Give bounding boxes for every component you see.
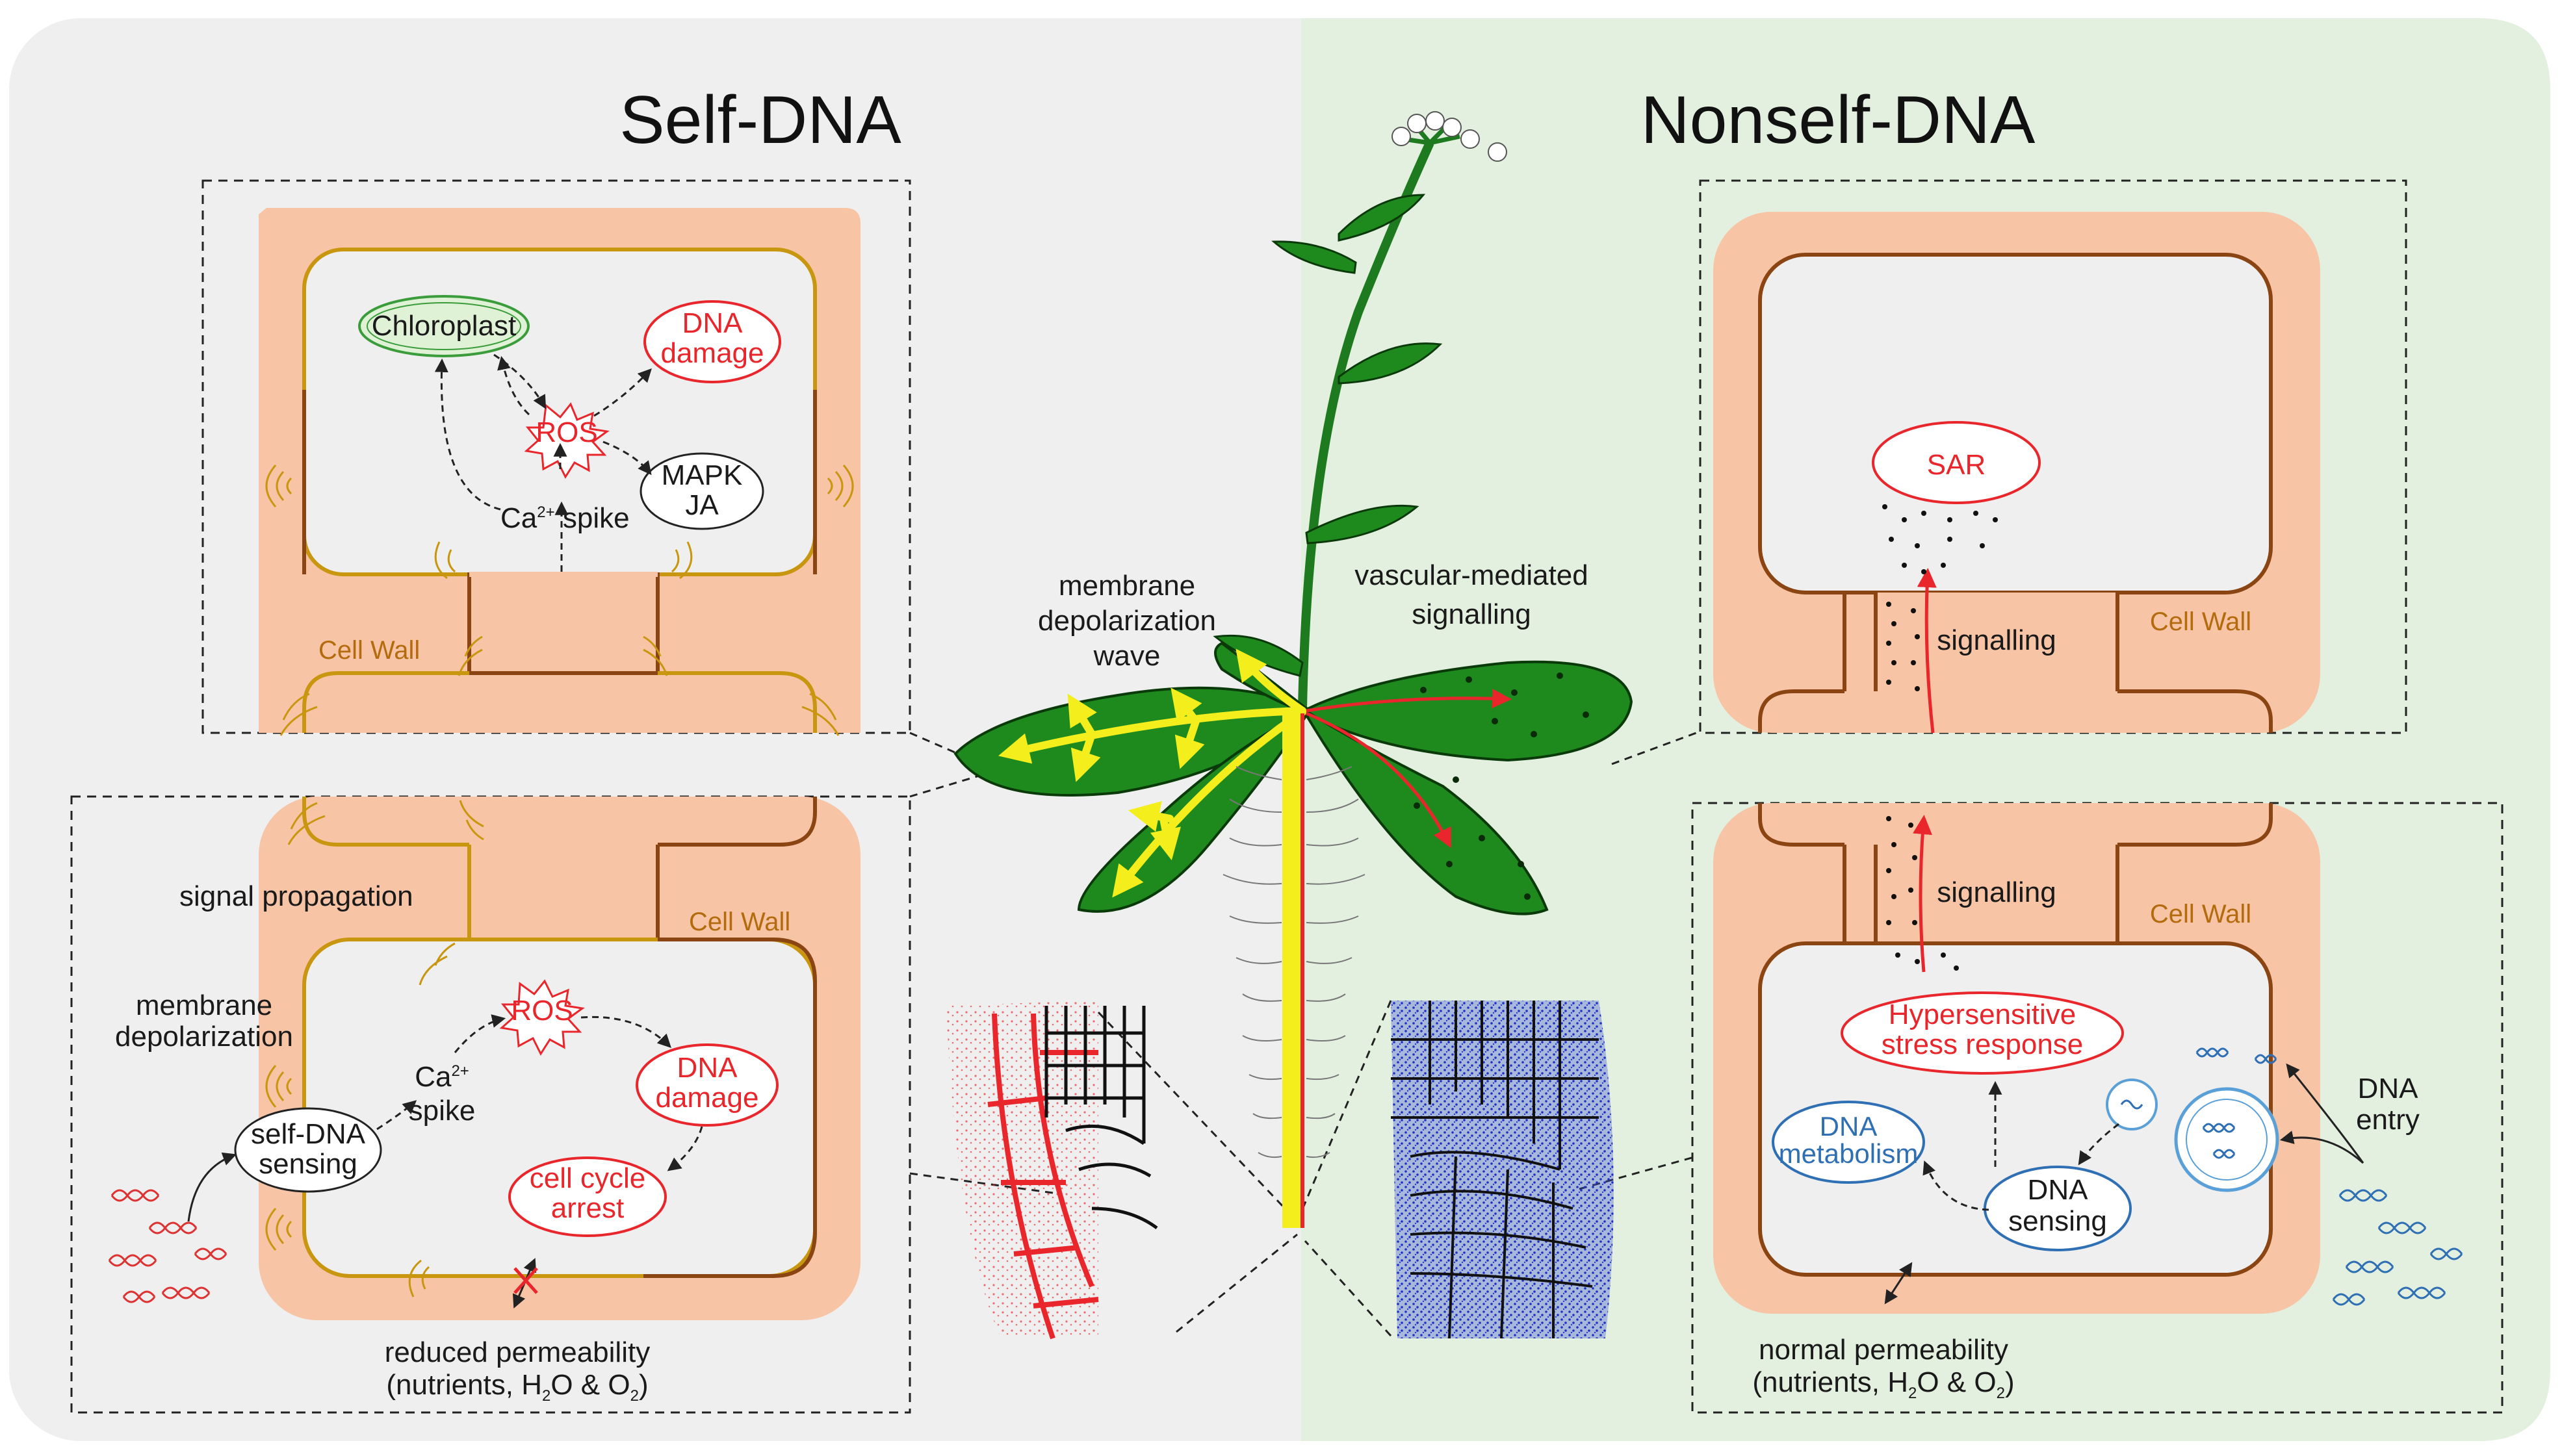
sar-label: SAR bbox=[1927, 449, 1986, 481]
self-bottom-wave-glyphs bbox=[265, 800, 484, 1297]
nonself-bottom-arrows bbox=[1922, 1080, 2119, 1211]
nonself-bottom-panel: signalling Cell Wall Hypersensitive stre… bbox=[1691, 802, 2504, 1414]
nonself-bottom-signalling-label: signalling bbox=[1937, 876, 2056, 908]
mapk-label: MAPK bbox=[662, 459, 743, 491]
dna-metabolism-label-1: DNA bbox=[1820, 1111, 1878, 1142]
chloroplast-node bbox=[358, 295, 530, 357]
self-top-ca-spike-label: Ca2+ spike bbox=[500, 502, 630, 534]
self-dna-sensing-node bbox=[234, 1107, 382, 1193]
dna-entry-label-2: entry bbox=[2356, 1104, 2420, 1136]
self-top-wave-glyphs bbox=[265, 465, 854, 736]
self-bottom-ca-label: Ca2+ bbox=[415, 1061, 469, 1093]
self-dna-entry-arrow bbox=[187, 1152, 237, 1222]
dna-sensing-label-2: sensing bbox=[2008, 1205, 2107, 1237]
chloroplast-label: Chloroplast bbox=[372, 310, 517, 342]
nonself-top-signalling-label: signalling bbox=[1937, 624, 2056, 656]
self-top-plasmodesma bbox=[467, 572, 660, 675]
nonself-top-channel bbox=[1876, 593, 2117, 691]
self-top-dna-damage-label-2: damage bbox=[660, 337, 764, 369]
normal-permeability-arrow bbox=[1884, 1262, 1913, 1305]
mapk-ja-node bbox=[640, 452, 764, 530]
sar-node bbox=[1872, 421, 2041, 504]
self-top-dna-damage-node bbox=[643, 300, 781, 383]
membrane-wave-label-1: membrane bbox=[1059, 570, 1195, 602]
large-vesicle-icon bbox=[2174, 1087, 2279, 1192]
cell-cycle-arrest-node bbox=[508, 1156, 667, 1237]
self-top-ros-label: ROS bbox=[536, 416, 597, 448]
self-nutrients-label: (nutrients, H2O & O2) bbox=[386, 1369, 648, 1405]
flower-stalks bbox=[1403, 125, 1460, 146]
self-top-ros-burst bbox=[524, 402, 610, 479]
root-hairs bbox=[1223, 766, 1365, 1158]
hypersensitive-label-2: stress response bbox=[1882, 1028, 2084, 1060]
nonself-dna-helix-cluster bbox=[2332, 1189, 2463, 1306]
dna-metabolism-node bbox=[1772, 1101, 1925, 1184]
self-dna-sensing-label-1: self-DNA bbox=[251, 1118, 366, 1150]
nonself-dna-title: Nonself-DNA bbox=[1641, 83, 2036, 158]
vascular-label-2: signalling bbox=[1412, 598, 1531, 630]
depolarization-wave-arrows bbox=[998, 648, 1306, 898]
root-tip-micrograph-nonself bbox=[1391, 1001, 1614, 1339]
nonself-bottom-dashed-frame bbox=[1691, 802, 2504, 1414]
self-bottom-dna-damage-label-2: damage bbox=[655, 1082, 758, 1114]
self-top-panel: Cell Wall Chloroplast DNA damage ROS MAP… bbox=[201, 179, 911, 736]
dna-metabolism-label-2: metabolism bbox=[1779, 1138, 1919, 1169]
self-bottom-cell-wall-label: Cell Wall bbox=[689, 908, 790, 936]
blocked-cross-icon bbox=[513, 1267, 538, 1294]
self-bottom-ros-burst bbox=[499, 979, 585, 1056]
nonself-top-panel: signalling Cell Wall SAR bbox=[1699, 179, 2407, 734]
membrane-depolarization-label-1: membrane bbox=[136, 990, 272, 1021]
self-bottom-spike-label: spike bbox=[409, 1095, 476, 1127]
vesicle-dna-icon bbox=[2202, 1123, 2236, 1159]
self-bottom-panel: Cell Wall signal propagation membrane de… bbox=[70, 795, 911, 1414]
self-top-arrows bbox=[434, 353, 652, 572]
flower-heads bbox=[1391, 111, 1507, 162]
signal-propagation-label: signal propagation bbox=[179, 880, 413, 912]
nonself-nutrients-label: (nutrients, H2O & O2) bbox=[1752, 1366, 2014, 1402]
membrane-depolarization-label-2: depolarization bbox=[115, 1021, 293, 1053]
nonself-top-cell-interior bbox=[1758, 253, 2273, 594]
self-top-dna-damage-label-1: DNA bbox=[682, 307, 744, 339]
nonself-bottom-signal-dots bbox=[1886, 816, 1959, 971]
nonself-top-cell-wall-label: Cell Wall bbox=[2150, 607, 2251, 636]
entering-dna-icon bbox=[2195, 1047, 2277, 1064]
self-top-cell-wall-label: Cell Wall bbox=[318, 636, 420, 665]
hypersensitive-label-1: Hypersensitive bbox=[1889, 999, 2077, 1030]
dna-sensing-node bbox=[1984, 1166, 2132, 1251]
ja-label: JA bbox=[685, 489, 719, 521]
self-bottom-dna-damage-node bbox=[636, 1043, 779, 1127]
nonself-top-signal-arrow bbox=[1917, 568, 1937, 734]
vascular-signal-arrows bbox=[1306, 689, 1512, 849]
signal-dots-leaf bbox=[1414, 672, 1589, 900]
dna-sensing-label-1: DNA bbox=[2028, 1174, 2089, 1206]
cell-cycle-arrest-label-2: arrest bbox=[551, 1192, 624, 1224]
plant-illustration: membrane depolarization wave vascular-me… bbox=[909, 111, 1697, 1340]
self-bottom-dashed-frame bbox=[70, 795, 911, 1414]
hypersensitive-node bbox=[1841, 991, 2124, 1075]
rosette-leaves bbox=[953, 641, 1633, 915]
root-tip-micrograph-self bbox=[946, 1001, 1158, 1340]
nonself-bottom-signal-arrow bbox=[1913, 815, 1932, 973]
self-bottom-dna-damage-label-1: DNA bbox=[677, 1052, 738, 1084]
self-dna-helix-cluster bbox=[108, 1189, 227, 1303]
vascular-label-1: vascular-mediated bbox=[1354, 559, 1588, 591]
nonself-bottom-cell-wall-label: Cell Wall bbox=[2150, 900, 2251, 928]
self-bottom-ros-label: ROS bbox=[511, 995, 573, 1027]
nonself-top-signal-dots bbox=[1882, 504, 1998, 691]
cell-cycle-arrest-label-1: cell cycle bbox=[530, 1162, 646, 1194]
dna-entry-label-1: DNA bbox=[2358, 1073, 2419, 1105]
dna-entry-arrows bbox=[2279, 1063, 2364, 1164]
self-dna-sensing-label-2: sensing bbox=[259, 1148, 357, 1180]
membrane-wave-label-3: wave bbox=[1093, 640, 1161, 672]
reduced-permeability-label: reduced permeability bbox=[385, 1336, 650, 1368]
normal-permeability-label: normal permeability bbox=[1759, 1334, 2008, 1366]
self-dna-title: Self-DNA bbox=[619, 83, 901, 158]
membrane-wave-label-2: depolarization bbox=[1038, 605, 1216, 637]
self-bottom-arrows bbox=[376, 1014, 703, 1171]
